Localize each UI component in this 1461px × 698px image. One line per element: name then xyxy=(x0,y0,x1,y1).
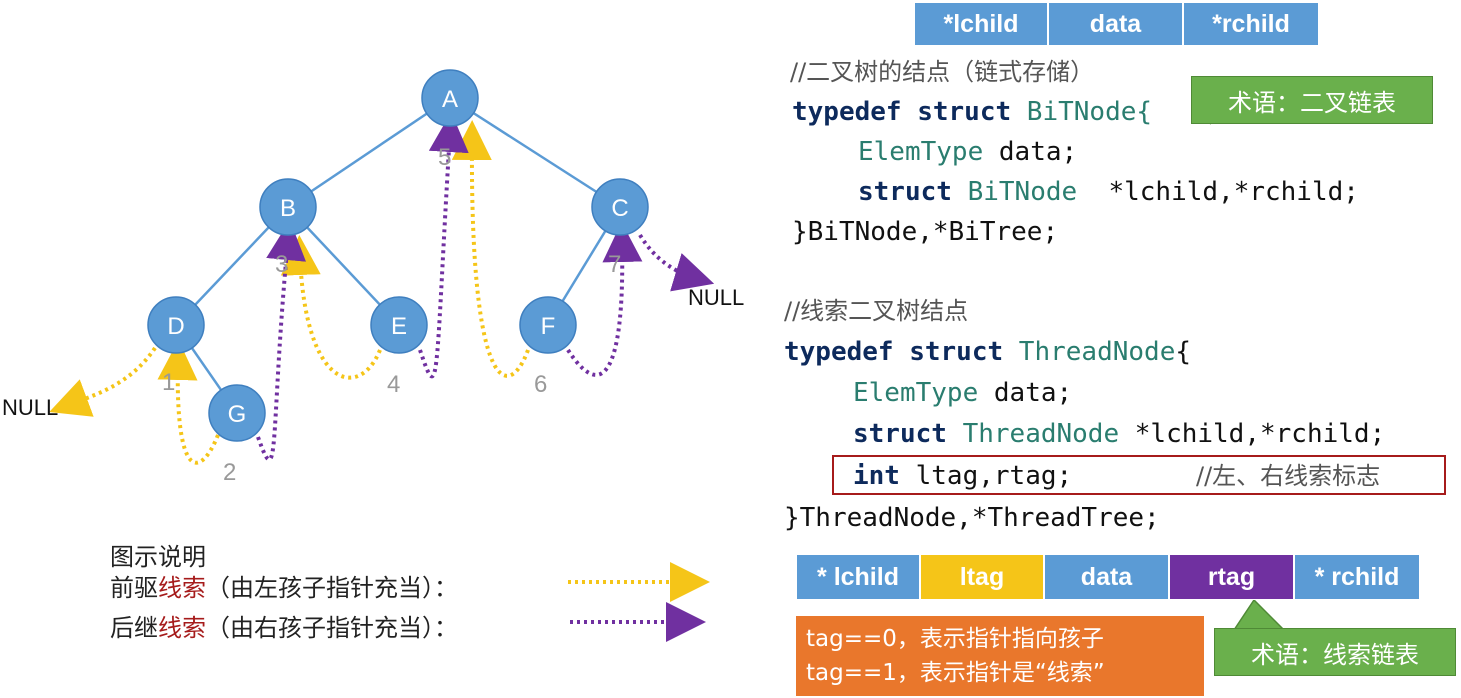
tag-field-highlight-box xyxy=(832,455,1446,495)
threadnode-line3: struct ThreadNode *lchild,*rchild; xyxy=(853,418,1385,450)
edge-a-c xyxy=(449,96,621,209)
field-data-2: data; xyxy=(978,378,1073,408)
tag-comment: //左、右线索标志 xyxy=(1196,462,1381,490)
bitnode-line3: struct BiTNode *lchild,*rchild; xyxy=(858,176,1359,208)
kw-typedef-struct: typedef struct xyxy=(792,97,1012,127)
inorder-numbers: 1 2 3 4 5 6 7 xyxy=(162,144,621,486)
succ-thread-f-c xyxy=(566,222,643,377)
order-number-3: 3 xyxy=(275,251,288,278)
node-d: D xyxy=(147,296,205,354)
node-b-label: B xyxy=(280,195,296,222)
legend-pred-a: 前驱 xyxy=(110,574,158,602)
edge-a-b xyxy=(287,96,451,209)
node-g: G xyxy=(208,384,266,442)
type-bitnode: BiTNode xyxy=(951,177,1078,207)
tag-meaning-line-2: tag==1，表示指针是“线索” xyxy=(806,660,1105,686)
threadnode-line1: typedef struct ThreadNode{ xyxy=(784,336,1191,368)
threadnode-seg-lchild: * lchild xyxy=(797,555,921,599)
tree-edges xyxy=(174,96,622,414)
node-e-label: E xyxy=(391,313,407,340)
pred-thread-d-null xyxy=(49,346,157,417)
order-number-6: 6 xyxy=(534,371,547,398)
threadnode-seg-data: data xyxy=(1045,555,1170,599)
node-e: E xyxy=(370,296,428,354)
legend-pred-line: 前驱线索（由左孩子指针充当）： xyxy=(110,568,458,603)
field-children: *lchild,*rchild; xyxy=(1077,177,1359,207)
node-c-label: C xyxy=(611,195,628,222)
threadnode-seg-rchild: * rchild xyxy=(1295,555,1419,599)
node-c: C xyxy=(591,178,649,236)
field-children-2: *lchild,*rchild; xyxy=(1119,419,1386,449)
threadnode-line2: ElemType data; xyxy=(853,377,1072,409)
legend-succ-a: 后继 xyxy=(110,614,158,642)
node-f-label: F xyxy=(541,313,556,340)
bitnode-line2: ElemType data; xyxy=(858,136,1077,168)
legend-title: 图示说明 xyxy=(110,543,206,571)
tag-meaning-box: tag==0，表示指针指向孩子 tag==1，表示指针是“线索” xyxy=(796,616,1204,696)
kw-struct: struct xyxy=(858,177,952,207)
node-g-label: G xyxy=(228,401,247,428)
null-label-right: NULL xyxy=(688,285,744,310)
field-data: data; xyxy=(983,137,1078,167)
node-d-label: D xyxy=(167,313,184,340)
threadnode-term-bubble: 术语：线索链表 xyxy=(1214,628,1456,676)
bitnode-seg-data: data xyxy=(1049,3,1184,45)
threadnode-seg-ltag: ltag xyxy=(921,555,1045,599)
node-f: F xyxy=(519,296,577,354)
type-elemtype-2: ElemType xyxy=(853,378,979,408)
legend-succ-b: 线索 xyxy=(158,614,206,642)
threaded-tree-diagram: A B C D E F G 1 2 3 4 5 xyxy=(2,69,744,642)
bitnode-name: BiTNode{ xyxy=(1011,97,1153,127)
bitnode-comment: //二叉树的结点（链式存储） xyxy=(790,58,1095,86)
type-elemtype: ElemType xyxy=(858,137,984,167)
succ-thread-e-a xyxy=(418,112,469,379)
order-number-7: 7 xyxy=(608,251,621,278)
legend-succ-line: 后继线索（由右孩子指针充当）： xyxy=(110,608,458,643)
threadnode-brace: { xyxy=(1175,337,1191,367)
kw-int: int xyxy=(853,461,900,491)
pred-thread-f-a xyxy=(451,120,530,378)
kw-struct-2: struct xyxy=(853,419,947,449)
predecessor-threads xyxy=(49,120,530,465)
threadnode-line4: int ltag,rtag; xyxy=(853,460,1072,492)
field-tags: ltag,rtag; xyxy=(899,461,1073,491)
legend-pred-c: （由左孩子指针充当）： xyxy=(206,574,458,602)
threadnode-name: ThreadNode xyxy=(1003,337,1176,367)
tag-meaning-line-1: tag==0，表示指针指向孩子 xyxy=(806,626,1104,652)
order-number-4: 4 xyxy=(387,371,400,398)
kw-typedef-struct-2: typedef struct xyxy=(784,337,1004,367)
node-b: B xyxy=(259,178,317,236)
order-number-2: 2 xyxy=(223,459,236,486)
threadnode-comment: //线索二叉树结点 xyxy=(784,297,969,325)
bitnode-term-bubble: 术语：二叉链表 xyxy=(1191,76,1433,124)
pred-thread-g-d xyxy=(157,340,220,465)
threadnode-seg-rtag: rtag xyxy=(1170,555,1295,599)
node-a-label: A xyxy=(442,86,458,113)
bitnode-seg-lchild: *lchild xyxy=(915,3,1049,45)
tree-nodes: A B C D E F G xyxy=(147,69,649,442)
order-number-5: 5 xyxy=(438,144,451,171)
legend-succ-c: （由右孩子指针充当）： xyxy=(206,614,458,642)
succ-thread-c-null xyxy=(638,233,715,292)
order-number-1: 1 xyxy=(162,369,175,396)
bitnode-line1: typedef struct BiTNode{ xyxy=(792,96,1152,128)
type-threadnode: ThreadNode xyxy=(946,419,1120,449)
threadnode-line5: }ThreadNode,*ThreadTree; xyxy=(784,503,1160,533)
null-label-left: NULL xyxy=(2,395,58,420)
pred-thread-e-b xyxy=(280,235,382,380)
bitnode-seg-rchild: *rchild xyxy=(1184,3,1318,45)
node-a: A xyxy=(421,69,479,127)
successor-threads xyxy=(256,112,715,462)
legend-pred-b: 线索 xyxy=(158,574,206,602)
bitnode-line4: }BiTNode,*BiTree; xyxy=(792,217,1059,247)
